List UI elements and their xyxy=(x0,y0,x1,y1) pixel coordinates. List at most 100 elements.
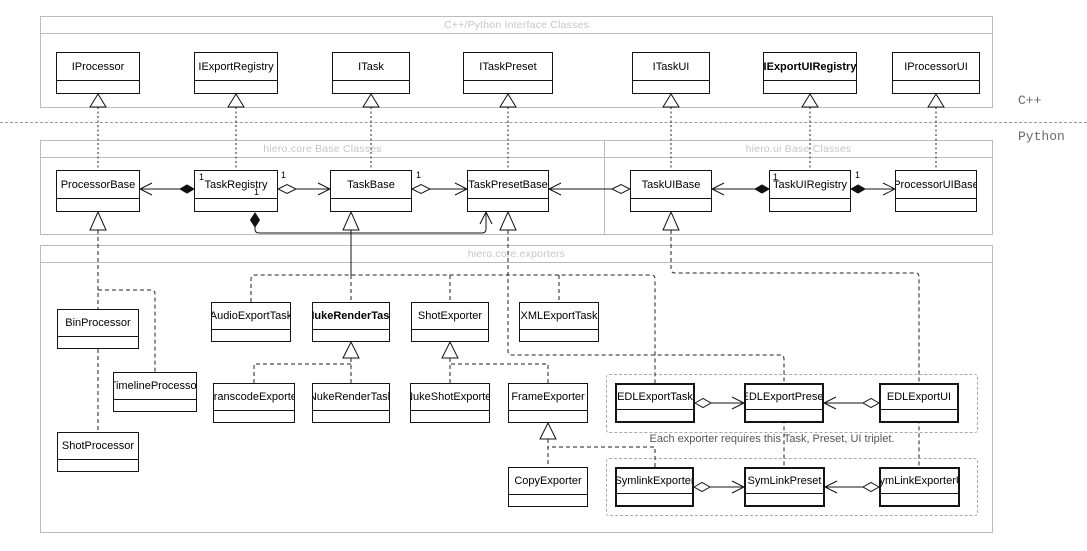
class-label: BinProcessor xyxy=(65,317,131,329)
class-box-itask: ITask xyxy=(332,52,410,94)
class-compartment xyxy=(468,198,548,211)
cpp-python-separator xyxy=(0,122,1087,123)
class-label: EDLExportPreset xyxy=(746,391,822,403)
edl-triplet-group xyxy=(606,374,978,433)
open-arrowheads xyxy=(138,182,897,494)
class-box-iprocessor: IProcessor xyxy=(56,52,140,94)
class-compartment xyxy=(617,493,692,505)
class-label: IProcessorUI xyxy=(904,60,968,73)
frame-hiero-ui-base: hiero.ui Base Classes xyxy=(604,140,993,235)
class-compartment xyxy=(464,80,552,93)
class-label: TimelineProcessor xyxy=(114,380,196,392)
class-label: IProcessor xyxy=(71,60,125,73)
class-label: FrameExporter xyxy=(511,391,585,403)
class-label: CopyExporter xyxy=(514,475,582,487)
class-label: ITaskPreset xyxy=(479,60,537,73)
class-box-edlexportui: EDLExportUI xyxy=(879,383,959,423)
class-label: NukeRenderTask xyxy=(313,310,389,322)
class-compartment xyxy=(509,410,587,422)
class-compartment xyxy=(746,409,822,421)
class-compartment xyxy=(58,459,138,471)
association-lines xyxy=(140,188,895,488)
multiplicity-label: 1 xyxy=(199,172,205,182)
class-label: ITask xyxy=(358,60,384,73)
class-label: SymlinkExporter xyxy=(617,475,692,487)
class-box-taskuibase: TaskUIBase xyxy=(630,170,712,212)
class-box-processorbase: ProcessorBase xyxy=(56,170,140,212)
realization-lines xyxy=(97,107,937,170)
class-box-taskregistry: TaskRegistry xyxy=(194,170,278,212)
multiplicity-label: 1 xyxy=(416,170,422,180)
class-label: AudioExportTask xyxy=(212,310,290,322)
class-label: XMLExportTask xyxy=(520,310,598,322)
class-compartment xyxy=(214,410,294,422)
class-box-xmlexporttask: XMLExportTask xyxy=(519,302,599,342)
multiplicity-label: 1 xyxy=(773,172,779,182)
class-box-taskbase: TaskBase xyxy=(330,170,412,212)
class-compartment xyxy=(617,409,693,421)
class-compartment xyxy=(57,198,139,211)
class-compartment xyxy=(764,80,856,93)
class-compartment xyxy=(331,198,411,211)
class-label: ShotExporter xyxy=(417,310,483,322)
frame-core-title: hiero.core Base Classes xyxy=(41,141,604,158)
class-compartment xyxy=(631,198,711,211)
class-compartment xyxy=(212,329,290,341)
frame-hiero-core-base: hiero.core Base Classes xyxy=(40,140,605,235)
inheritance-lines xyxy=(97,230,920,467)
class-box-copyexporter: CopyExporter xyxy=(508,467,588,507)
class-compartment xyxy=(893,80,979,93)
class-compartment xyxy=(520,329,598,341)
class-compartment xyxy=(114,399,196,411)
multiplicity-label: 1 xyxy=(281,170,287,180)
class-label: EDLExportUI xyxy=(886,391,952,403)
class-box-shotprocessor: ShotProcessor xyxy=(57,432,139,472)
class-box-timelineprocessor: TimelineProcessor xyxy=(113,372,197,412)
class-label: TaskBase xyxy=(347,178,395,191)
class-label: ShotProcessor xyxy=(61,440,135,452)
class-box-taskpresetbase: TaskPresetBase xyxy=(467,170,549,212)
class-box-nukerendertask-base: NukeRenderTask xyxy=(312,302,390,342)
class-box-frameexporter: FrameExporter xyxy=(508,383,588,423)
class-box-binprocessor: BinProcessor xyxy=(57,309,139,349)
class-label: EDLExportTask xyxy=(617,391,693,403)
class-label: IExportRegistry xyxy=(198,60,274,73)
class-box-transcodeexporter: TranscodeExporter xyxy=(213,383,295,423)
class-box-shotexporter: ShotExporter xyxy=(411,302,489,342)
class-compartment xyxy=(195,80,277,93)
class-box-edlexporttask: EDLExportTask xyxy=(615,383,695,423)
multiplicity-label: 1 xyxy=(855,170,861,180)
class-box-itaskui: ITaskUI xyxy=(632,52,710,94)
frame-exporters-title: hiero.core.exporters xyxy=(41,246,992,263)
class-label: TaskRegistry xyxy=(204,178,268,191)
cpp-label: C++ xyxy=(1018,93,1042,108)
class-label: SymLinkPreset xyxy=(747,475,822,487)
class-box-iexportuiregistry: IExportUIRegistry xyxy=(763,52,857,94)
class-compartment xyxy=(412,329,488,341)
class-box-symlinkexporterui: SymLinkExporterUI xyxy=(879,467,960,507)
class-compartment xyxy=(333,80,409,93)
class-box-symlinkpreset: SymLinkPreset xyxy=(744,467,825,507)
frame-cpp-title: C++/Python Interface Classes xyxy=(41,17,992,34)
class-label: TaskPresetBase xyxy=(468,178,548,191)
class-box-iprocessorui: IProcessorUI xyxy=(892,52,980,94)
class-compartment xyxy=(195,198,277,211)
class-compartment xyxy=(58,336,138,348)
class-label: NukeRenderTask xyxy=(313,391,389,403)
class-compartment xyxy=(313,410,389,422)
class-label: ITaskUI xyxy=(652,60,690,73)
symlink-triplet-group xyxy=(606,458,978,516)
class-box-itaskpreset: ITaskPreset xyxy=(463,52,553,94)
class-box-nukerendertask-sub: NukeRenderTask xyxy=(312,383,390,423)
class-label: TaskUIRegistry xyxy=(773,178,847,191)
class-label: IExportUIRegistry xyxy=(764,60,856,73)
class-label: NukeShotExporter xyxy=(411,391,489,403)
generalization-triangles xyxy=(89,93,945,440)
class-label: ProcessorUIBase xyxy=(896,178,976,191)
class-compartment xyxy=(509,494,587,506)
class-label: TaskUIBase xyxy=(641,178,701,191)
class-box-nukeshotexporter: NukeShotExporter xyxy=(410,383,490,423)
frame-ui-title: hiero.ui Base Classes xyxy=(605,141,992,158)
